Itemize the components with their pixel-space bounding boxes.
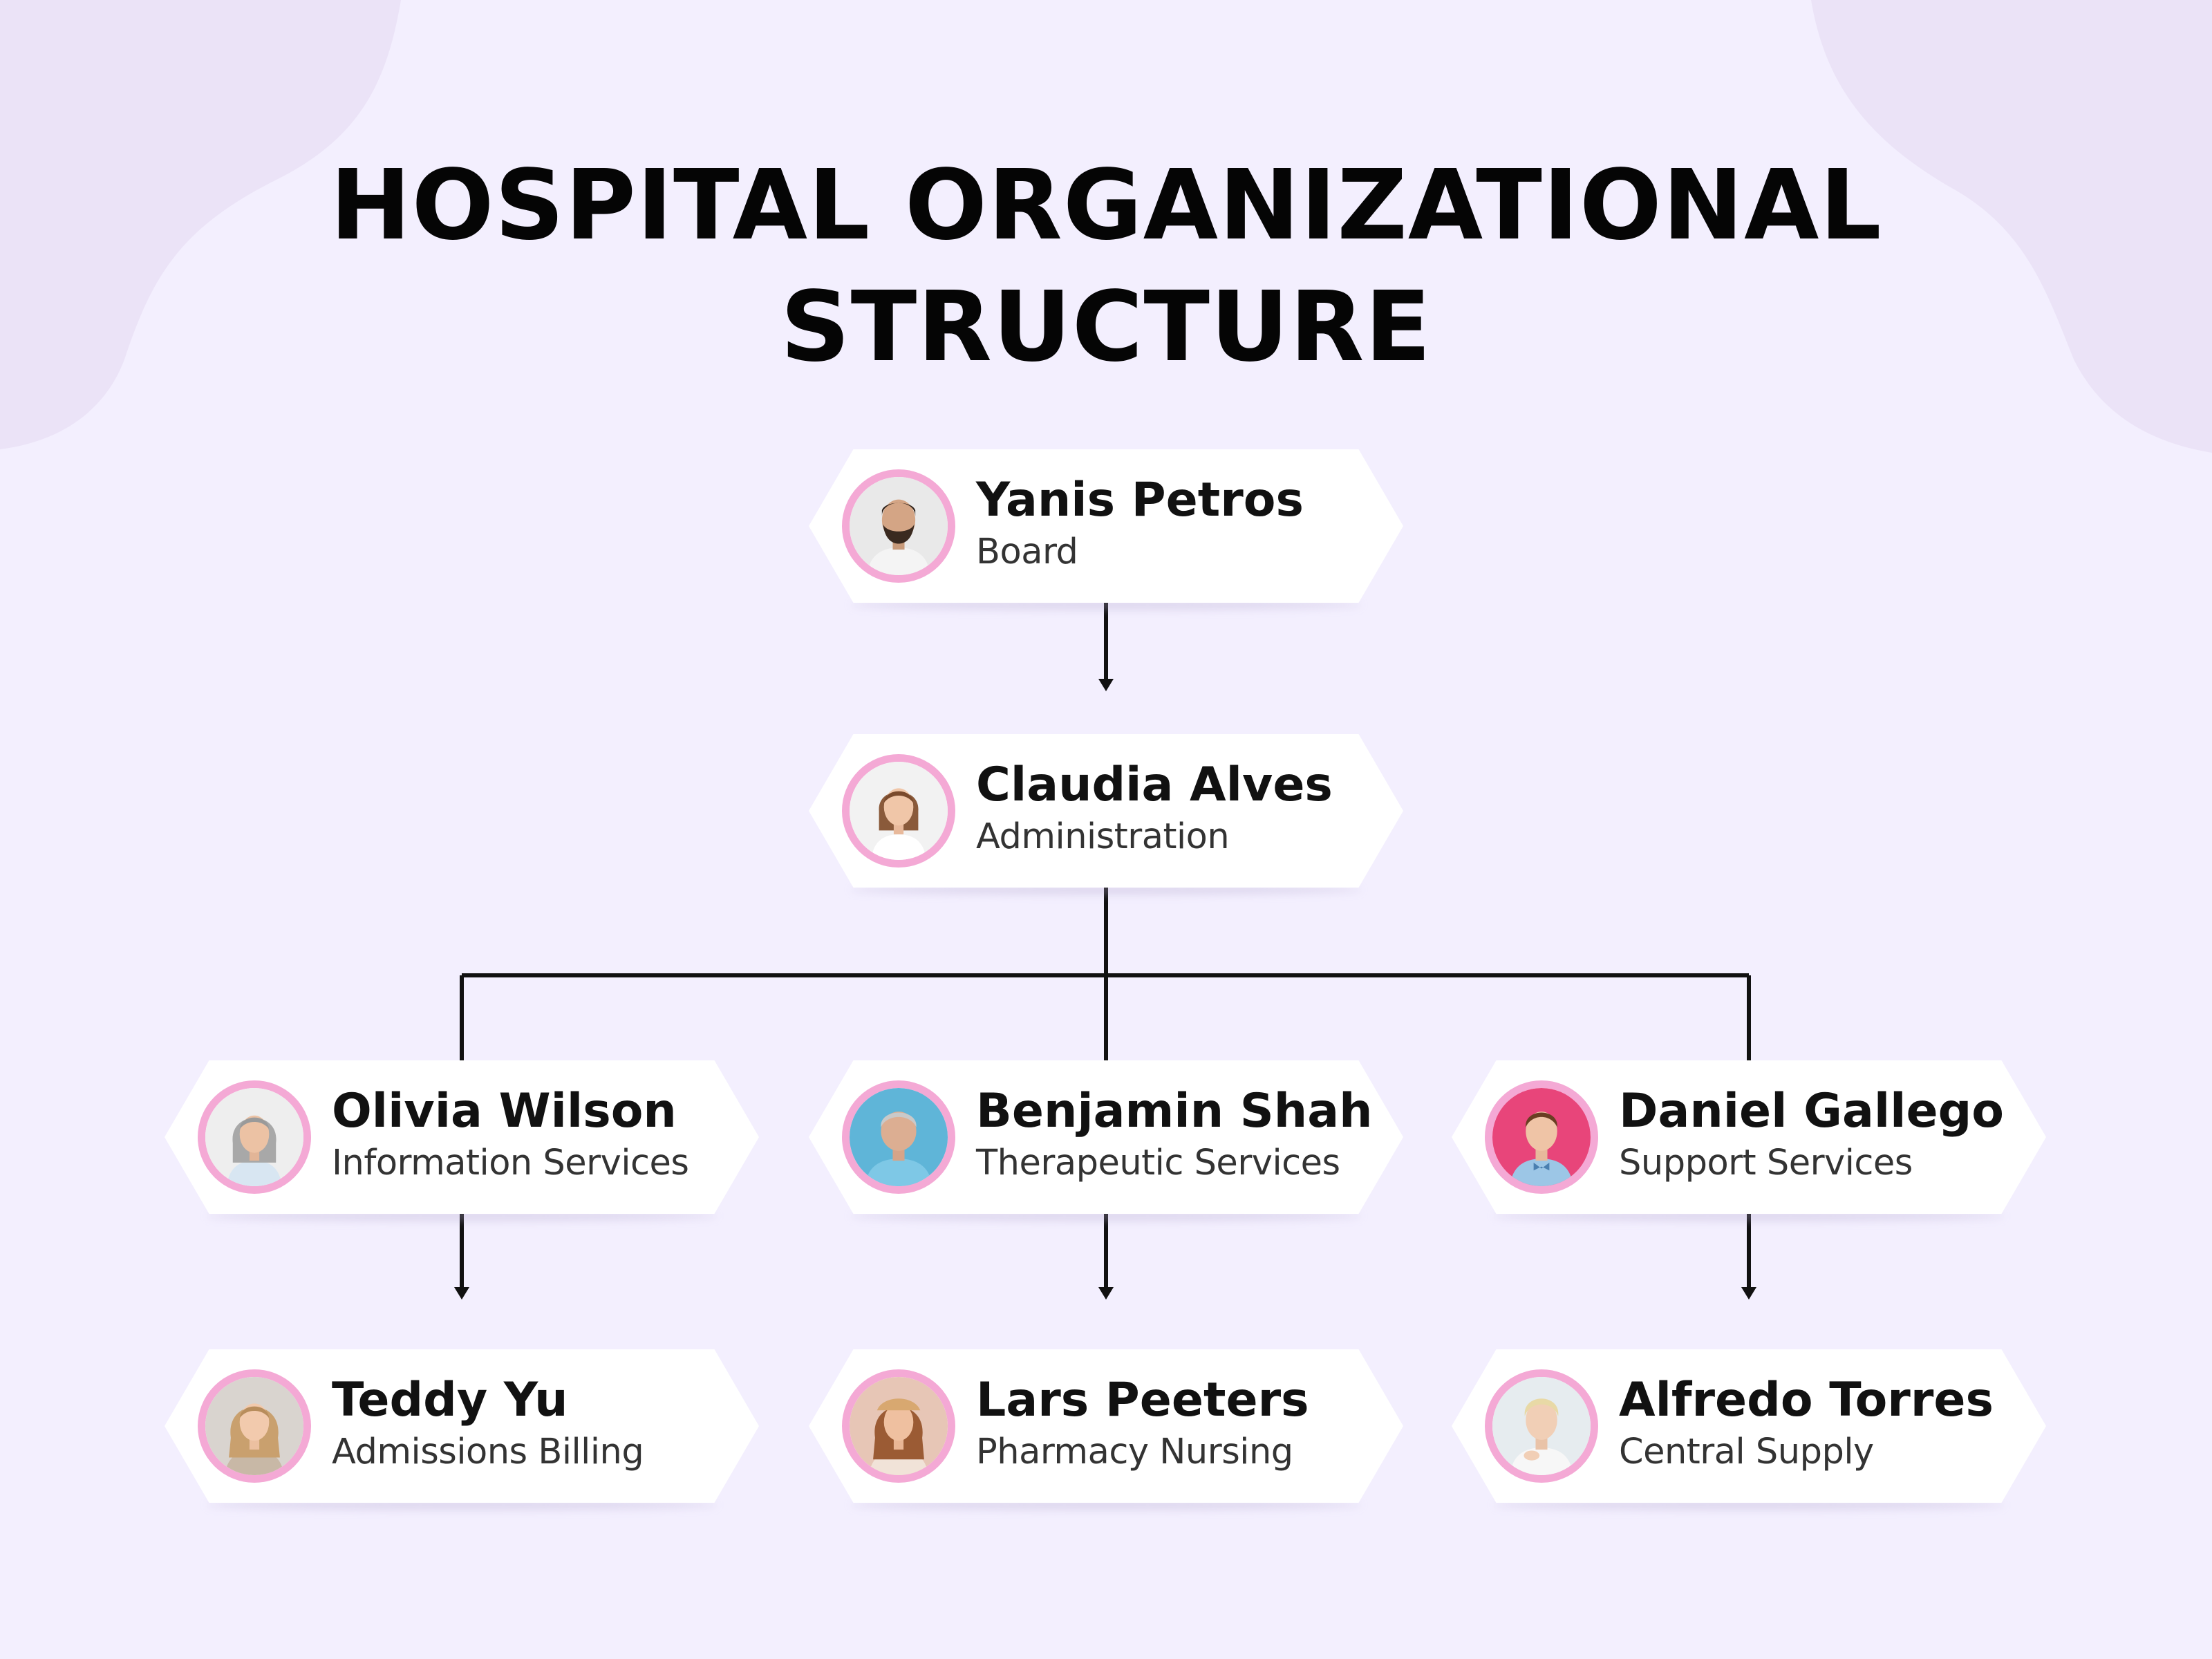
person-photo-icon (205, 1088, 303, 1186)
node-name: Lars Peeters (976, 1373, 1309, 1427)
arrowhead-lars (1098, 1287, 1114, 1300)
org-node-alfredo-torres: Alfredo Torres Central Supply (1452, 1349, 2046, 1510)
node-name: Yanis Petros (976, 473, 1304, 527)
org-node-olivia-wilson: Olivia Wilson Information Services (165, 1060, 759, 1221)
person-photo-icon (850, 762, 948, 860)
avatar (842, 469, 955, 583)
person-photo-icon (205, 1377, 303, 1475)
avatar (842, 754, 955, 868)
avatar (198, 1369, 311, 1483)
person-photo-icon (850, 1088, 948, 1186)
person-photo-icon (1492, 1377, 1591, 1475)
avatar (842, 1080, 955, 1194)
node-role: Support Services (1619, 1143, 1913, 1183)
org-node-benjamin-shah: Benjamin Shah Therapeutic Services (809, 1060, 1403, 1221)
person-photo-icon (850, 1377, 948, 1475)
avatar (198, 1080, 311, 1194)
node-role: Board (976, 532, 1078, 572)
node-role: Administration (976, 816, 1230, 857)
avatar (1485, 1080, 1598, 1194)
node-role: Information Services (332, 1143, 689, 1183)
org-node-lars-peeters: Lars Peeters Pharmacy Nursing (809, 1349, 1403, 1510)
org-node-yanis-petros: Yanis Petros Board (809, 449, 1403, 610)
page-title: HOSPITAL ORGANIZATIONAL STRUCTURE (0, 145, 2212, 388)
person-photo-icon (850, 477, 948, 575)
node-name: Benjamin Shah (976, 1084, 1373, 1138)
node-name: Olivia Wilson (332, 1084, 677, 1138)
node-name: Teddy Yu (332, 1373, 568, 1427)
person-photo-icon (1492, 1088, 1591, 1186)
title-line-2: STRUCTURE (780, 271, 1432, 384)
arrowhead-teddy (454, 1287, 469, 1300)
org-node-daniel-gallego: Daniel Gallego Support Services (1452, 1060, 2046, 1221)
node-role: Central Supply (1619, 1432, 1874, 1472)
node-role: Admissions Billing (332, 1432, 644, 1472)
org-node-claudia-alves: Claudia Alves Administration (809, 734, 1403, 894)
node-name: Daniel Gallego (1619, 1084, 2004, 1138)
node-name: Alfredo Torres (1619, 1373, 1994, 1427)
node-role: Pharmacy Nursing (976, 1432, 1293, 1472)
node-name: Claudia Alves (976, 758, 1333, 812)
title-line-1: HOSPITAL ORGANIZATIONAL (330, 149, 1882, 262)
avatar (842, 1369, 955, 1483)
arrowhead-admin (1098, 679, 1114, 691)
node-role: Therapeutic Services (976, 1143, 1340, 1183)
arrowhead-alfredo (1741, 1287, 1756, 1300)
org-node-teddy-yu: Teddy Yu Admissions Billing (165, 1349, 759, 1510)
avatar (1485, 1369, 1598, 1483)
